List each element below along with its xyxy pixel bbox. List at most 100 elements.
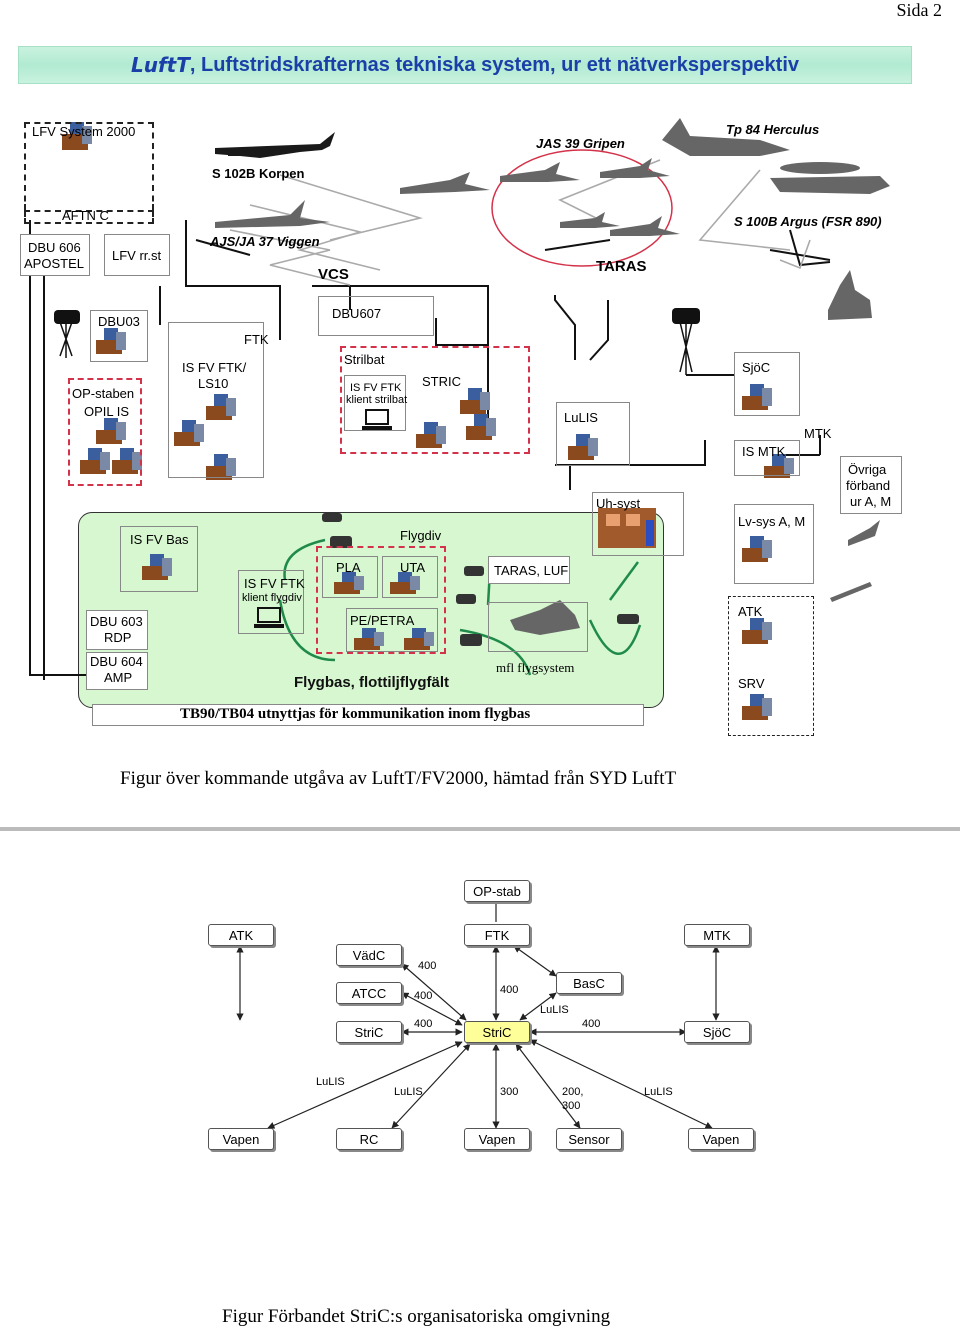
- link-label-300: 300: [500, 1086, 519, 1098]
- org-connection-lines: [236, 902, 720, 1129]
- link-label-lulis-1: LuLIS: [316, 1076, 345, 1088]
- ftk-label: FTK: [244, 332, 269, 347]
- org-node-stric-left: StriC: [336, 1021, 402, 1043]
- dbu603-box: [86, 610, 148, 650]
- uhsyst-box: [592, 492, 684, 556]
- pla-label: PLA: [336, 560, 361, 575]
- ovriga-label-1: Övriga: [848, 462, 887, 477]
- aftn-box: [24, 204, 154, 224]
- link-label-300b: 300: [562, 1100, 581, 1112]
- isfvftk-ls10-label-2: LS10: [198, 376, 229, 391]
- org-node-sensor: Sensor: [556, 1128, 622, 1150]
- strilbat-label: Strilbat: [344, 352, 385, 367]
- sjoc-label: SjöC: [742, 360, 771, 375]
- link-label-sjoc: 400: [582, 1018, 601, 1030]
- org-node-vapen-3: Vapen: [688, 1128, 754, 1150]
- link-label-200: 200,: [562, 1086, 584, 1098]
- klient-flygdiv-label: klient flygdiv: [242, 592, 302, 604]
- page-title-banner: LuftT, Luftstridskrafternas tekniska sys…: [18, 46, 912, 84]
- sjoc-box: [734, 352, 800, 416]
- herculus-label: Tp 84 Herculus: [726, 122, 820, 137]
- figure-caption-1: Figur över kommande utgåva av LuftT/FV20…: [120, 768, 677, 789]
- flygdiv-box: [316, 546, 446, 654]
- org-node-sjoc: SjöC: [684, 1021, 750, 1043]
- page-number: Sida 2: [896, 0, 942, 20]
- atk-label: ATK: [738, 604, 763, 619]
- ismtk-box: [734, 440, 800, 476]
- workstations: [62, 122, 794, 720]
- isfvftk-strilbat-label: IS FV FTK: [350, 382, 402, 394]
- org-node-atk: ATK: [208, 924, 274, 946]
- strilbat-box: [340, 346, 530, 454]
- link-label-vadc: 400: [418, 960, 437, 972]
- dbu607-label: DBU607: [332, 306, 382, 321]
- stric-label: STRIC: [422, 374, 461, 389]
- flygdiv-label: Flygdiv: [400, 528, 442, 543]
- org-node-atcc: ATCC: [336, 982, 402, 1004]
- org-node-opstab: OP-stab: [464, 880, 530, 902]
- link-label-lulis-2: LuLIS: [394, 1086, 423, 1098]
- vcs-label: VCS: [318, 266, 349, 283]
- gripen-label: JAS 39 Gripen: [536, 136, 625, 151]
- uta-box: [382, 556, 438, 598]
- opstaben-label: OP-staben: [72, 386, 135, 401]
- isfvbas-label: IS FV Bas: [130, 532, 189, 547]
- srv-label: SRV: [738, 676, 765, 691]
- link-label-stric: 400: [414, 1018, 433, 1030]
- org-node-basc: BasC: [556, 972, 622, 994]
- lfv-rrst-label: LFV rr.st: [112, 248, 162, 263]
- link-label-atcc: 400: [414, 990, 433, 1002]
- ismtk-label: IS MTK: [742, 444, 786, 459]
- ftk-box: [168, 322, 264, 478]
- pepetra-label: PE/PETRA: [350, 613, 415, 628]
- org-node-vadc: VädC: [336, 944, 402, 966]
- lfv-system-box: [24, 122, 154, 212]
- dbu603-label-1: DBU 603: [90, 614, 143, 629]
- viggen-label: AJS/JA 37 Viggen: [210, 234, 320, 249]
- dbu603-label-2: RDP: [104, 630, 132, 645]
- taras-top-label: TARAS: [596, 258, 647, 275]
- link-label-ftk: 400: [500, 984, 519, 996]
- connection-lines: [29, 118, 890, 720]
- dbu03-box: [90, 310, 148, 362]
- org-node-mtk: MTK: [684, 924, 750, 946]
- ovriga-label-3: ur A, M: [850, 494, 892, 509]
- dbu604-label-2: AMP: [104, 670, 133, 685]
- opstaben-box: [68, 378, 142, 486]
- lfv-system-label: LFV System 2000: [32, 124, 136, 139]
- dbu604-box: [86, 652, 148, 690]
- tb90-label: TB90/TB04 utnyttjas för kommunikation in…: [180, 706, 531, 722]
- org-node-vapen-1: Vapen: [208, 1128, 274, 1150]
- ovriga-box: [840, 456, 902, 514]
- mtk-label: MTK: [804, 426, 832, 441]
- flygsystem-box: [488, 602, 588, 652]
- taras-luf-box: [488, 556, 570, 584]
- korpen-label: S 102B Korpen: [212, 166, 305, 181]
- dbu604-label-1: DBU 604: [90, 654, 143, 669]
- uta-label: UTA: [400, 560, 426, 575]
- atk-srv-box: [728, 596, 814, 736]
- dbu606-label: DBU 606: [28, 240, 81, 255]
- flygbas-label: Flygbas, flottiljflygfält: [294, 674, 450, 691]
- isfvftk-flygdiv-box: [238, 570, 304, 634]
- isfvftk-ls10-label-1: IS FV FTK/: [182, 360, 247, 375]
- lulis-label: LuLIS: [564, 410, 598, 425]
- brand-name: LuftT: [130, 53, 190, 77]
- banner-title: , Luftstridskrafternas tekniska system, …: [189, 53, 800, 76]
- tb90-box: [92, 704, 644, 726]
- uhsyst-label: Uh-syst: [596, 496, 641, 511]
- opilis-label: OPIL IS: [84, 404, 130, 419]
- lvsys-label: Lv-sys A, M: [738, 514, 806, 529]
- taras-luf-label: TARAS, LUF: [494, 563, 569, 578]
- lvsys-box: [734, 504, 814, 584]
- dbu606-box: [20, 234, 90, 276]
- org-diagram: OP-stab ATK FTK MTK VädC ATCC BasC StriC…: [0, 870, 960, 1170]
- mfl-label: mfl flygsystem: [496, 660, 575, 675]
- argus-label: S 100B Argus (FSR 890): [734, 214, 882, 229]
- lulis-box: [556, 402, 630, 466]
- figure-caption-2: Figur Förbandet StriC:s organisatoriska …: [222, 1306, 611, 1327]
- lfv-rrst-box: [104, 234, 170, 276]
- network-diagram: LFV System 2000 AFTN C DBU 606 APOSTEL L…: [0, 100, 960, 740]
- org-node-rc: RC: [336, 1128, 402, 1150]
- horizontal-divider: [0, 827, 960, 831]
